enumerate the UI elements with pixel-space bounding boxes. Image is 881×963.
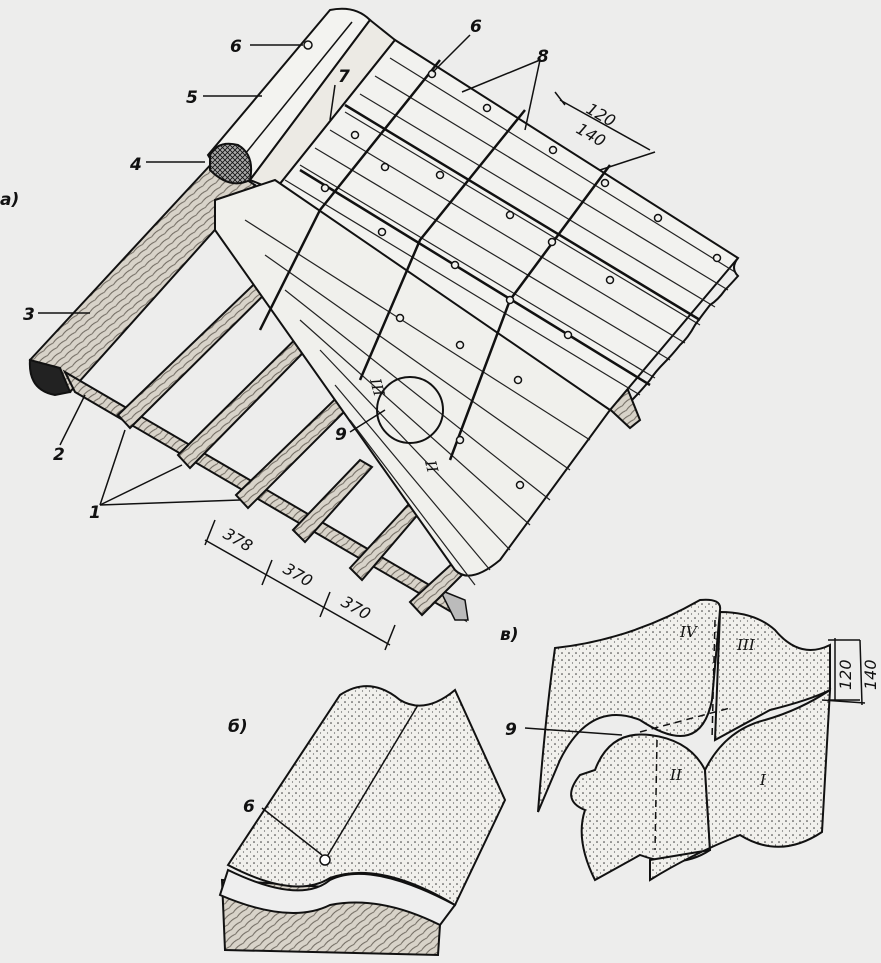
label-9-v: 9 [505, 720, 517, 740]
sheet-detail-b [218, 685, 507, 957]
label-5: 5 [186, 88, 198, 108]
dimension-lines-a [204, 91, 656, 651]
roman-iii-a: III [366, 375, 389, 399]
label-3: 3 [23, 305, 35, 325]
ridge-cap [206, 7, 397, 192]
ridge-beam [28, 158, 257, 397]
label-2: 2 [53, 445, 65, 465]
label-8: 8 [537, 47, 549, 67]
label-1: 1 [89, 503, 101, 523]
dim-140-v: 140 [861, 659, 880, 690]
roman-iii: III [736, 636, 756, 654]
roman-ii-a: II [421, 457, 442, 475]
dim-120-v: 120 [836, 659, 855, 690]
panel-b-label: б) [228, 717, 248, 737]
label-9-a: 9 [335, 425, 347, 445]
panel-a-label: а) [0, 190, 19, 210]
label-6-sheet: 6 [470, 17, 482, 37]
label-6-ridge: 6 [230, 37, 242, 57]
label-6-b: 6 [243, 797, 255, 817]
roman-ii: II [669, 766, 683, 784]
label-4: 4 [129, 155, 142, 175]
corrugated-sheets [214, 38, 740, 586]
roman-i: I [759, 771, 767, 789]
roman-iv: IV [679, 623, 699, 641]
overlap-detail-v [524, 598, 866, 882]
panel-v-label: в) [500, 625, 519, 645]
label-7: 7 [338, 67, 350, 87]
leader-lines-a [38, 34, 541, 506]
roof-assembly [28, 7, 740, 651]
